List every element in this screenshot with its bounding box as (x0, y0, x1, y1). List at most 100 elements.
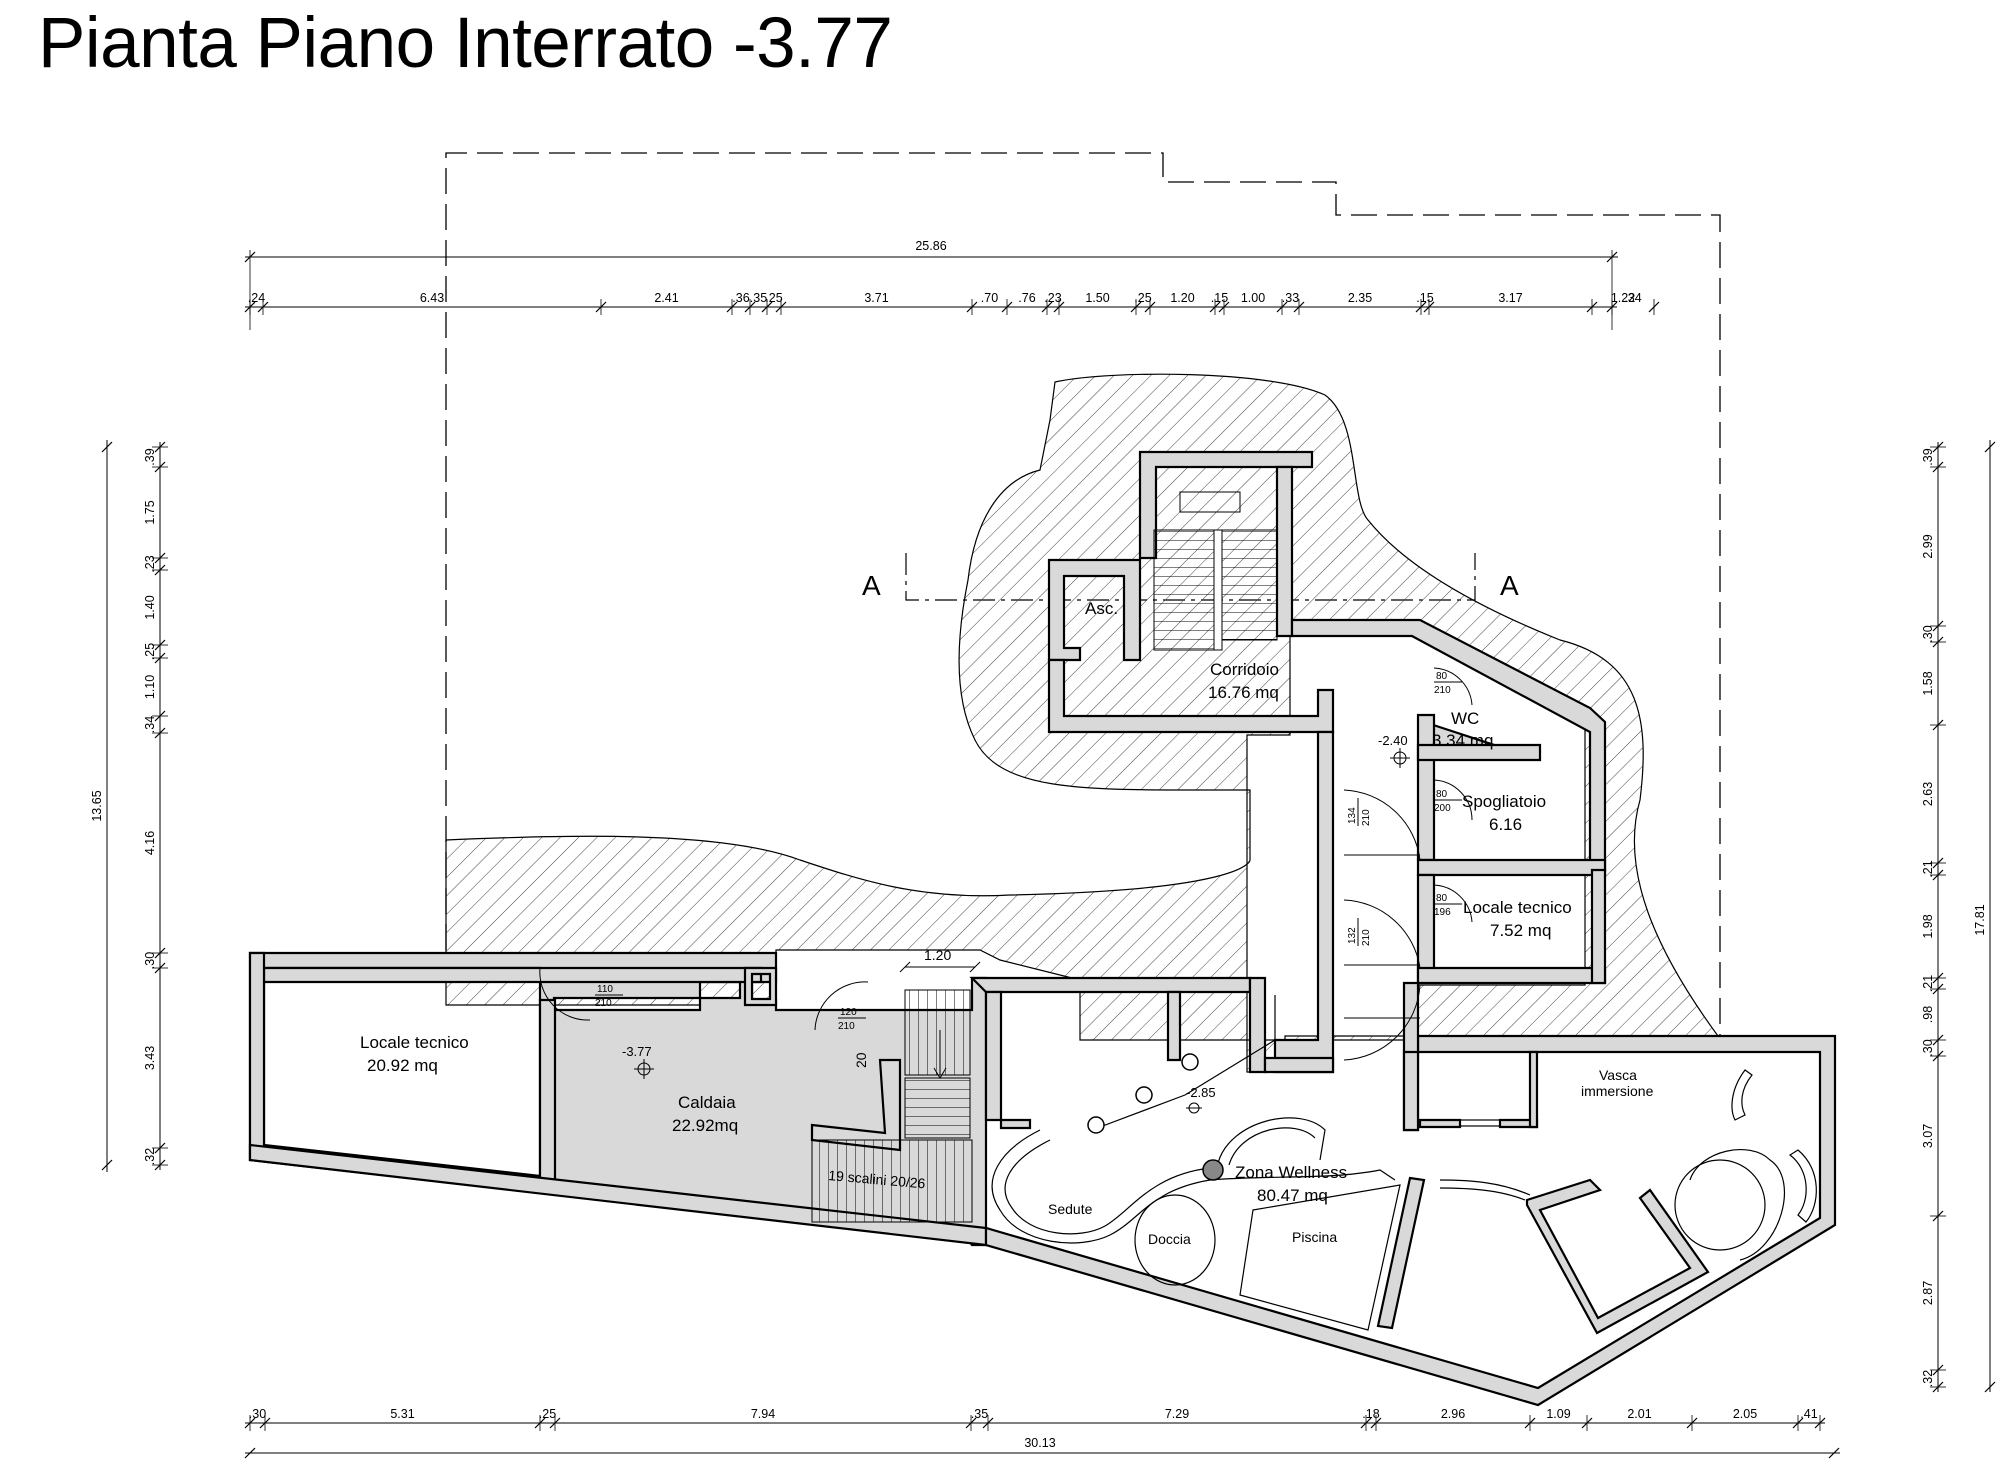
label-stair-20: 20 (853, 1052, 869, 1068)
dim-label: 1.98 (1921, 914, 1935, 938)
label-piscina: Piscina (1292, 1229, 1337, 1245)
room-spogliatoio-area: 6.16 (1489, 815, 1522, 834)
dim-label: 2.01 (1627, 1407, 1651, 1421)
door-height: 210 (1361, 809, 1372, 826)
dim-label: .15 (1416, 291, 1433, 305)
dim-label: 3.71 (864, 291, 888, 305)
dim-right-total-label: 17.81 (1973, 904, 1987, 935)
room-asc: Asc. (1085, 599, 1118, 618)
door-width: 120 (840, 1007, 857, 1018)
label-doccia: Doccia (1148, 1231, 1191, 1247)
dim-label: .23 (1044, 291, 1061, 305)
level-caldaia: -3.77 (622, 1044, 652, 1059)
dim-label: .41 (1800, 1407, 1817, 1421)
dim-label: .70 (981, 291, 998, 305)
dim-label: 2.41 (654, 291, 678, 305)
dim-label: .35 (750, 291, 767, 305)
room-caldaia-name: Caldaia (678, 1093, 736, 1112)
dim-top-total-label: 25.86 (915, 239, 946, 253)
level-corridor: -2.40 (1378, 733, 1408, 748)
dim-label: .30 (143, 952, 157, 969)
door-swings (539, 667, 1473, 1061)
room-corridoio-name: Corridoio (1210, 660, 1279, 679)
dim-label: 2.63 (1921, 782, 1935, 806)
dim-label: 1.50 (1085, 291, 1109, 305)
room-corridoio-area: 16.76 mq (1208, 683, 1279, 702)
dim-label: 3.17 (1498, 291, 1522, 305)
room-locale-tecnico-2-area: 20.92 mq (367, 1056, 438, 1075)
door-height: 210 (1434, 685, 1451, 696)
dim-left-total-label: 13.65 (90, 790, 104, 821)
dim-label: .24 (248, 291, 265, 305)
dim-label: 2.96 (1441, 1407, 1465, 1421)
dim-label: 1.40 (143, 595, 157, 619)
dim-label: .39 (1921, 448, 1935, 465)
dim-top-total: 25.86 (244, 239, 1618, 330)
dim-label: .15 (1211, 291, 1228, 305)
wellness-columns (1087, 1053, 1224, 1181)
dim-label: 7.94 (751, 1407, 775, 1421)
door-width: 132 (1347, 927, 1358, 944)
dim-label: .33 (1282, 291, 1299, 305)
dim-label: 1.75 (143, 500, 157, 524)
room-spogliatoio-name: Spogliatoio (1462, 792, 1546, 811)
door-width: 80 (1436, 671, 1448, 682)
dim-label: .32 (143, 1148, 157, 1165)
dim-label: 2.99 (1921, 534, 1935, 558)
dim-right-total: 17.81 (1973, 440, 1996, 1393)
dim-left-total: 13.65 (90, 440, 113, 1172)
dim-120-line (899, 961, 981, 973)
wellness-furniture (991, 995, 1817, 1331)
dim-label: 2.87 (1921, 1281, 1935, 1305)
room-locale-tecnico-1-area: 7.52 mq (1490, 921, 1551, 940)
dim-label: .34 (143, 716, 157, 733)
door-height: 200 (1434, 803, 1451, 814)
dim-label: 2.35 (1348, 291, 1372, 305)
dim-bottom-total: 30.13 (244, 1436, 1840, 1459)
dim-label: 4.16 (143, 831, 157, 855)
section-label-left: A (862, 570, 881, 601)
dim-label: .18 (1362, 1407, 1379, 1421)
door-width: 134 (1347, 807, 1358, 824)
door-height: 196 (1434, 907, 1451, 918)
dim-label: .25 (539, 1407, 556, 1421)
dim-label: .25 (143, 643, 157, 660)
site-boundary (445, 152, 1721, 1038)
dim-label: 7.29 (1165, 1407, 1189, 1421)
door-height: 210 (595, 998, 612, 1009)
door-width: 80 (1436, 789, 1448, 800)
section-line: A A (862, 553, 1519, 601)
dim-label: .23 (143, 555, 157, 572)
dim-label: .30 (249, 1407, 266, 1421)
door-height: 210 (1361, 929, 1372, 946)
dim-label: 6.43 (420, 291, 444, 305)
dim-label: .32 (1921, 1370, 1935, 1387)
dim-label: .25 (765, 291, 782, 305)
stairs (811, 491, 1278, 1223)
dim-label: 3.07 (1921, 1124, 1935, 1148)
level-markers (634, 748, 1410, 1114)
dim-bottom-total-label: 30.13 (1024, 1436, 1055, 1450)
level-wellness: -2.85 (1186, 1085, 1216, 1100)
dim-label: 3.43 (143, 1046, 157, 1070)
dim-left-chain: .391.75.231.40.251.10.344.16.303.43.32 (143, 441, 168, 1171)
label-dim-120: 1.20 (924, 947, 951, 963)
dim-label: .30 (1921, 1039, 1935, 1056)
section-label-right: A (1500, 570, 1519, 601)
dim-label: .34 (1624, 291, 1641, 305)
room-wc-name: WC (1451, 709, 1479, 728)
dim-label: 1.58 (1921, 671, 1935, 695)
walls (248, 450, 1837, 1407)
label-vasca: Vasca (1599, 1067, 1637, 1083)
dim-label: 5.31 (390, 1407, 414, 1421)
